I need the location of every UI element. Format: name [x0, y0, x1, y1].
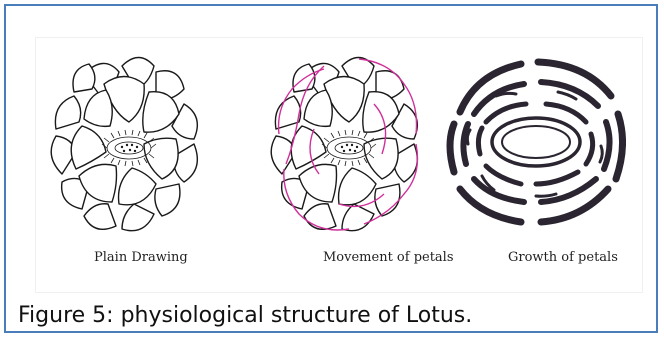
- plain-drawing-illustration: [44, 44, 214, 244]
- figure-frame: Plain Drawing Movement of petals Growth …: [4, 4, 658, 333]
- plain-drawing-label: Plain Drawing: [94, 250, 188, 265]
- movement-of-petals-label: Movement of petals: [323, 250, 454, 265]
- growth-of-petals-illustration: [446, 44, 626, 244]
- movement-of-petals-illustration: [264, 44, 434, 244]
- figure-image: Plain Drawing Movement of petals Growth …: [36, 38, 642, 292]
- growth-of-petals-label: Growth of petals: [508, 250, 618, 265]
- figure-caption: Figure 5: physiological structure of Lot…: [18, 303, 472, 328]
